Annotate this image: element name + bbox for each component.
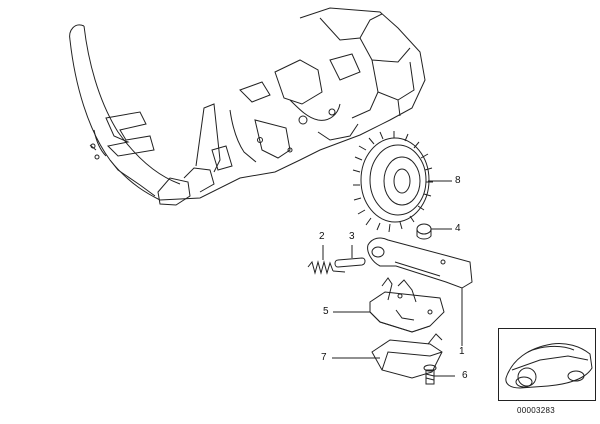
callout-1: 1: [459, 346, 465, 357]
release-lever-part-1: [367, 237, 473, 345]
callout-8: 8: [455, 175, 461, 186]
spring-part-2: [307, 245, 346, 275]
callout-2: 2: [319, 231, 325, 242]
document-number: 00003283: [517, 406, 555, 415]
callout-6: 6: [462, 370, 468, 381]
callout-7: 7: [321, 352, 327, 363]
cover-part-7: [332, 333, 443, 379]
callout-3: 3: [349, 231, 355, 242]
bolt-part-4: [416, 223, 452, 240]
car-locator-thumbnail: [505, 343, 593, 389]
pin-part-3: [334, 245, 366, 268]
screw-part-6: [423, 364, 455, 385]
callout-5: 5: [323, 306, 329, 317]
car-locator-frame: [498, 328, 596, 401]
callout-4: 4: [455, 223, 461, 234]
transmission-housing: [69, 7, 426, 206]
bracket-part-5: [333, 277, 445, 333]
flywheel-gear: [352, 131, 452, 233]
